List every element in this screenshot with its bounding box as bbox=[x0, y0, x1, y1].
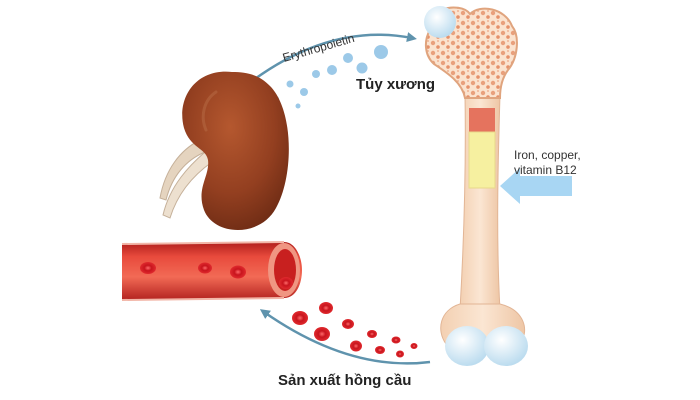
vessel-blood-cells bbox=[140, 262, 293, 289]
epo-arrow bbox=[247, 32, 417, 85]
rbc-production-label: Sản xuất hồng cầu bbox=[278, 372, 412, 389]
rbc-arrow bbox=[259, 309, 431, 365]
nutrient-arrow bbox=[500, 168, 572, 204]
bone-illustration bbox=[424, 6, 528, 366]
new-blood-cells bbox=[292, 302, 418, 358]
blood-vessel bbox=[121, 241, 302, 301]
kidney-illustration bbox=[159, 71, 289, 230]
bone-marrow-label: Tủy xương bbox=[356, 76, 436, 93]
nutrients-line-2: vitamin B12 bbox=[514, 163, 577, 177]
nutrients-label: Iron, copper, vitamin B12 bbox=[514, 148, 581, 178]
nutrients-line-1: Iron, copper, bbox=[514, 148, 581, 162]
